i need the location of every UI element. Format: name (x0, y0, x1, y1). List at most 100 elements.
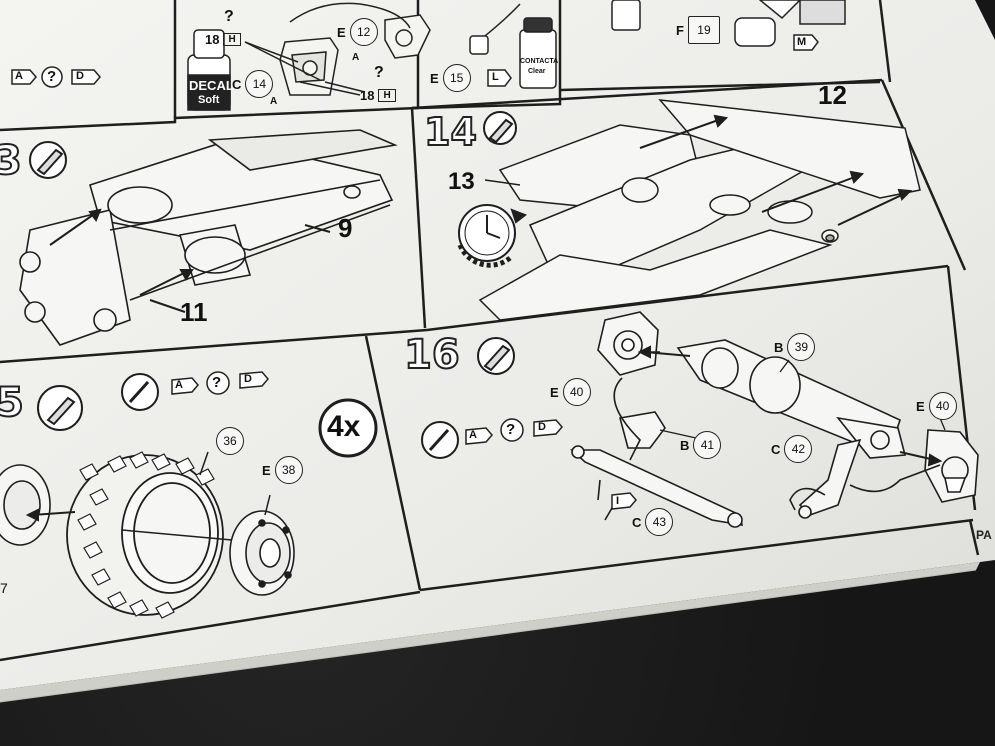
part-circle: 19 (687, 16, 720, 44)
hub-drawing (229, 510, 295, 596)
step-13-number: 3 (0, 137, 23, 185)
step13-chassis-drawing (19, 129, 398, 346)
decal-bracket-drawing (279, 14, 431, 96)
paint-tag-h: H (223, 33, 241, 46)
step-16-number: 16 (403, 331, 461, 379)
part-letter: C (771, 441, 781, 457)
part-letter: E (430, 70, 439, 86)
part-circle: 15 (442, 64, 471, 92)
paint-tag-q-topleft: ? (47, 68, 57, 85)
part-letter: E (550, 384, 559, 400)
four-x-badge (318, 398, 378, 458)
leader-lines-step15 (199, 451, 271, 516)
part-callout-f19: F 19 (676, 16, 720, 44)
contacta-sub-label: Clear (528, 68, 546, 75)
step14-arrows (639, 114, 913, 226)
paint-tags-step16 (465, 418, 637, 510)
step16-arrows (637, 345, 943, 467)
paint-tag-h: H (378, 89, 396, 102)
paint-tag-l: L (492, 71, 499, 83)
part-callout-18-upper: 18 H (205, 32, 241, 47)
paint-tube-drawing (611, 0, 846, 47)
part-circle: 41 (693, 431, 722, 459)
part-callout-b41: B 41 (680, 431, 722, 459)
decal-bottle-drawing (187, 29, 231, 111)
part-callout-18-lower: 18 H (360, 88, 396, 103)
paint-tag-row-topleft (11, 66, 101, 88)
part-circle: 40 (928, 392, 957, 420)
wheel-axle-line (121, 529, 233, 541)
part-callout-e38: E 38 (262, 456, 303, 484)
part-number-7: 7 (0, 580, 8, 596)
step14-glue-icon (483, 111, 517, 145)
paint-tag-d-topleft: D (76, 70, 84, 82)
paint-tag-d-step15: D (244, 373, 252, 385)
part-circle: 36 (216, 427, 244, 455)
part-number-13: 13 (448, 168, 475, 195)
paper-underlayer-edge (0, 569, 977, 703)
part-callout-e40-right: E 40 (916, 392, 957, 420)
part-callout-c42: C 42 (771, 435, 813, 463)
axle-drawing (676, 339, 907, 459)
paint-tag-d-step16: D (538, 421, 546, 433)
paint-tag-a-top: A (352, 52, 360, 63)
left-knuckle-drawing (597, 311, 659, 376)
part-letter: B (774, 339, 784, 355)
part-circle: 39 (787, 333, 816, 361)
part-circle: 42 (784, 435, 813, 463)
step13-glue-icon (29, 141, 67, 179)
clock-icon (457, 204, 528, 268)
part-callout-e15: E 15 (430, 64, 471, 92)
part-callout-e40-left: E 40 (550, 378, 591, 406)
part-letter: E (916, 398, 925, 414)
question-icon-right: ? (374, 64, 384, 81)
tire-tread (77, 451, 215, 619)
part-circle: 14 (245, 70, 274, 98)
paint-tag-m: M (797, 36, 807, 48)
question-icon-top: ? (224, 8, 234, 25)
leader-13 (484, 179, 521, 186)
paint-tag-a-step15: A (175, 379, 183, 391)
paint-tag-q-step15: ? (212, 374, 222, 391)
part-number-11: 11 (180, 297, 208, 327)
four-x-label: 4x (327, 410, 361, 443)
glue-bottle-drawing (469, 17, 557, 89)
decal-label: DECAL (189, 78, 234, 93)
step16-connector-lines (597, 351, 941, 521)
left-hub-drawing (0, 464, 51, 546)
contacta-label: CONTACTA (520, 58, 559, 65)
part-callout-e12: E 12 (337, 18, 378, 46)
right-knuckle-drawing (924, 429, 979, 503)
part-letter: E (262, 462, 271, 478)
page-number-fragment: PA (976, 528, 992, 542)
paint-tag-q-step16: ? (506, 421, 516, 438)
decal-sub-label: Soft (198, 94, 220, 106)
part-number-9: 9 (338, 213, 353, 243)
paint-tags-step15 (171, 371, 269, 395)
part-letter: C (632, 514, 642, 530)
part-callout-b39: B 39 (774, 333, 816, 361)
part-callout-c14: C 14 (232, 70, 274, 98)
step-14-number: 14 (423, 109, 478, 155)
paint-tag-a-step16: A (469, 429, 477, 441)
paint-tag-a-topleft: A (15, 70, 23, 82)
step15-glue-icon (37, 373, 159, 431)
part-callout-c43: C 43 (632, 508, 674, 536)
panel-frames (0, 0, 978, 660)
paint-tag-i: I (616, 495, 620, 507)
part-callout-36: 36 (216, 427, 244, 455)
paper-underlayer (0, 562, 980, 702)
step15-arrow (25, 508, 76, 522)
part-letter: E (337, 24, 346, 40)
part-number-12: 12 (818, 80, 847, 110)
tag-l-shape (487, 34, 819, 87)
part-circle: 38 (274, 456, 303, 484)
part-circle: 43 (645, 508, 674, 536)
part-number: 18 (360, 88, 375, 103)
steering-arms-drawing (569, 411, 862, 528)
part-letter: C (232, 76, 242, 92)
part-circle: 40 (562, 378, 591, 406)
step13-arrows (49, 208, 331, 313)
part-circle: 12 (349, 18, 378, 46)
